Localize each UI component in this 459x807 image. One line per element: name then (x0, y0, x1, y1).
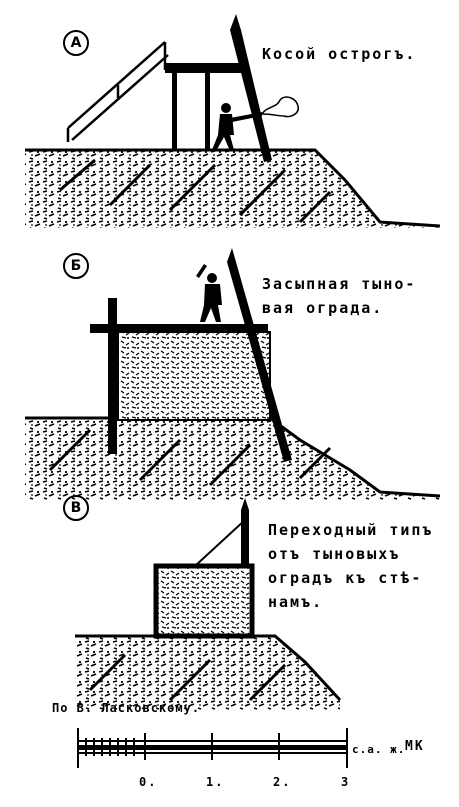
panel-b-soldier (196, 264, 222, 322)
signature: МК (405, 739, 425, 754)
scale-ticks (85, 733, 280, 760)
panel-b-post (108, 298, 117, 454)
panel-c-caption-4: намъ. (268, 593, 324, 611)
scale-bar (77, 728, 348, 768)
panel-c-wall (153, 563, 255, 639)
panel-a-stairs (66, 41, 169, 142)
panel-c-drawing (75, 498, 342, 710)
panel-b-caption-2: вая ограда. (262, 299, 384, 317)
panel-b-caption-1: Засыпная тыно- (262, 275, 417, 293)
panel-b-drawing (25, 248, 441, 500)
scale-tick-3: 3 (341, 775, 351, 789)
scale-tick-1: 1. (206, 775, 225, 789)
panel-c-caption-1: Переходный типъ (268, 521, 434, 539)
panel-c-post (241, 498, 249, 566)
panel-b-palisade (227, 248, 292, 462)
credit: По В. Ласковскому. (52, 701, 201, 715)
panel-a-smoke (260, 96, 299, 118)
panel-b-earth (25, 418, 440, 500)
panel-c-caption-3: оградъ къ стѣ- (268, 569, 423, 587)
scale-tick-0: 0. (139, 775, 158, 789)
scale-unit-label: с.а. ж. (352, 743, 406, 756)
panel-b-letter: Б (63, 253, 89, 279)
panel-a-soldier (212, 103, 262, 151)
scale-tick-2: 2. (273, 775, 292, 789)
panel-a-palisade (230, 14, 272, 162)
panel-a-letter: А (63, 30, 89, 56)
panel-a-platform (165, 63, 247, 73)
panel-a-drawing (25, 14, 441, 228)
panel-c-letter: В (63, 495, 89, 521)
panel-b-beam (90, 324, 268, 333)
panel-c-earth (75, 636, 340, 710)
panel-a-caption: Косой острогъ. (262, 45, 417, 63)
panel-c-caption-2: отъ тыновыхъ (268, 545, 401, 563)
panel-b-fill (117, 331, 271, 421)
panel-a-earth (25, 150, 440, 228)
